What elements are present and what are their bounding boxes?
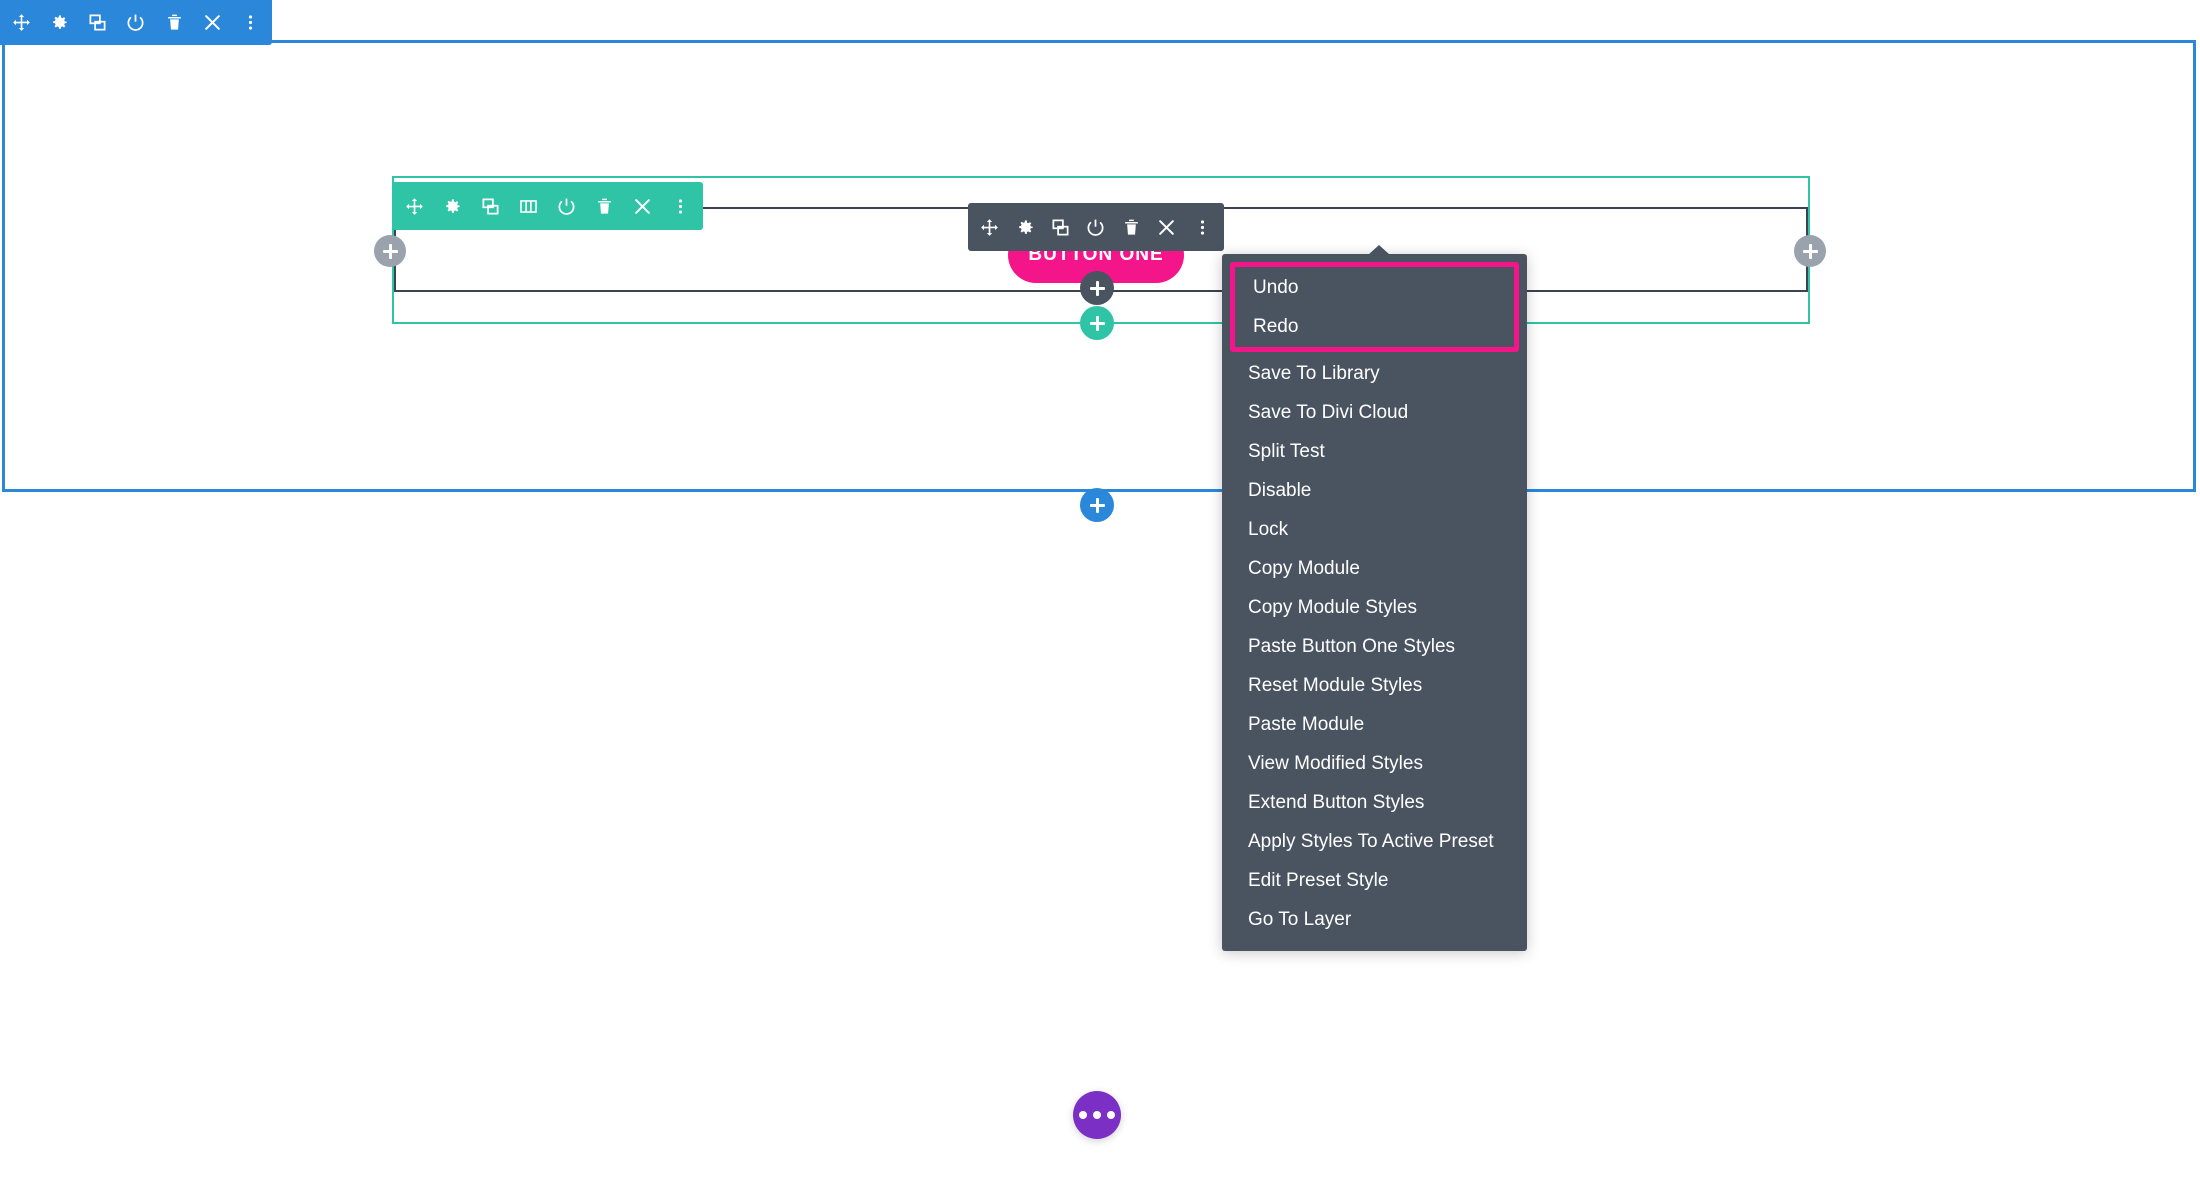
menu-arrow-icon (1368, 245, 1390, 255)
duplicate-icon[interactable] (1045, 203, 1076, 251)
ellipsis-icon (1107, 1111, 1115, 1119)
add-row-button[interactable] (1080, 306, 1114, 340)
gear-icon[interactable] (1010, 203, 1041, 251)
plus-icon (1089, 315, 1105, 331)
menu-item-edit-preset-style[interactable]: Edit Preset Style (1248, 870, 1389, 891)
add-module-button[interactable] (1080, 271, 1114, 305)
ellipsis-icon (1093, 1111, 1101, 1119)
menu-item-disable[interactable]: Disable (1248, 480, 1312, 501)
menu-item-go-to-layer[interactable]: Go To Layer (1248, 909, 1352, 930)
plus-icon (1089, 497, 1105, 513)
add-section-button[interactable] (1080, 488, 1114, 522)
trash-icon[interactable] (1116, 203, 1147, 251)
menu-item-save-to-divi-cloud[interactable]: Save To Divi Cloud (1248, 402, 1409, 423)
plus-icon (382, 243, 398, 259)
undo-redo-highlight-group: Undo Redo (1230, 262, 1519, 352)
columns-icon[interactable] (512, 182, 545, 230)
menu-item-view-modified-styles[interactable]: View Modified Styles (1248, 753, 1423, 774)
section-toolbar[interactable] (0, 0, 272, 45)
menu-item-extend-button-styles[interactable]: Extend Button Styles (1248, 792, 1425, 813)
menu-item-undo[interactable]: Undo (1253, 277, 1299, 298)
power-icon[interactable] (550, 182, 583, 230)
move-icon[interactable] (398, 182, 431, 230)
plus-icon (1089, 280, 1105, 296)
module-context-menu[interactable]: Undo Redo Save To Library Save To Divi C… (1222, 245, 1527, 951)
menu-item-copy-module[interactable]: Copy Module (1248, 558, 1360, 579)
menu-item-save-to-library[interactable]: Save To Library (1248, 363, 1380, 384)
menu-item-apply-styles-to-active-preset[interactable]: Apply Styles To Active Preset (1248, 831, 1494, 852)
more-vertical-icon[interactable] (664, 182, 697, 230)
move-icon[interactable] (5, 0, 37, 45)
trash-icon[interactable] (158, 0, 190, 45)
menu-item-copy-module-styles[interactable]: Copy Module Styles (1248, 597, 1417, 618)
more-vertical-icon[interactable] (235, 0, 267, 45)
menu-item-split-test[interactable]: Split Test (1248, 441, 1325, 462)
trash-icon[interactable] (588, 182, 621, 230)
gear-icon[interactable] (43, 0, 75, 45)
plus-icon (1802, 243, 1818, 259)
close-icon[interactable] (197, 0, 229, 45)
add-row-left-button[interactable] (374, 235, 406, 267)
module-toolbar[interactable] (968, 203, 1224, 251)
add-row-right-button[interactable] (1794, 235, 1826, 267)
ellipsis-icon (1079, 1111, 1087, 1119)
gear-icon[interactable] (436, 182, 469, 230)
move-icon[interactable] (974, 203, 1005, 251)
more-vertical-icon[interactable] (1187, 203, 1218, 251)
menu-item-paste-module[interactable]: Paste Module (1248, 714, 1365, 735)
menu-item-redo[interactable]: Redo (1253, 316, 1299, 337)
close-icon[interactable] (626, 182, 659, 230)
power-icon[interactable] (1080, 203, 1111, 251)
menu-item-paste-button-one-styles[interactable]: Paste Button One Styles (1248, 636, 1456, 657)
divi-menu-toggle[interactable] (1073, 1091, 1121, 1139)
power-icon[interactable] (120, 0, 152, 45)
row-toolbar[interactable] (392, 182, 703, 230)
menu-item-lock[interactable]: Lock (1248, 519, 1289, 540)
duplicate-icon[interactable] (474, 182, 507, 230)
close-icon[interactable] (1151, 203, 1182, 251)
duplicate-icon[interactable] (82, 0, 114, 45)
menu-item-reset-module-styles[interactable]: Reset Module Styles (1248, 675, 1423, 696)
